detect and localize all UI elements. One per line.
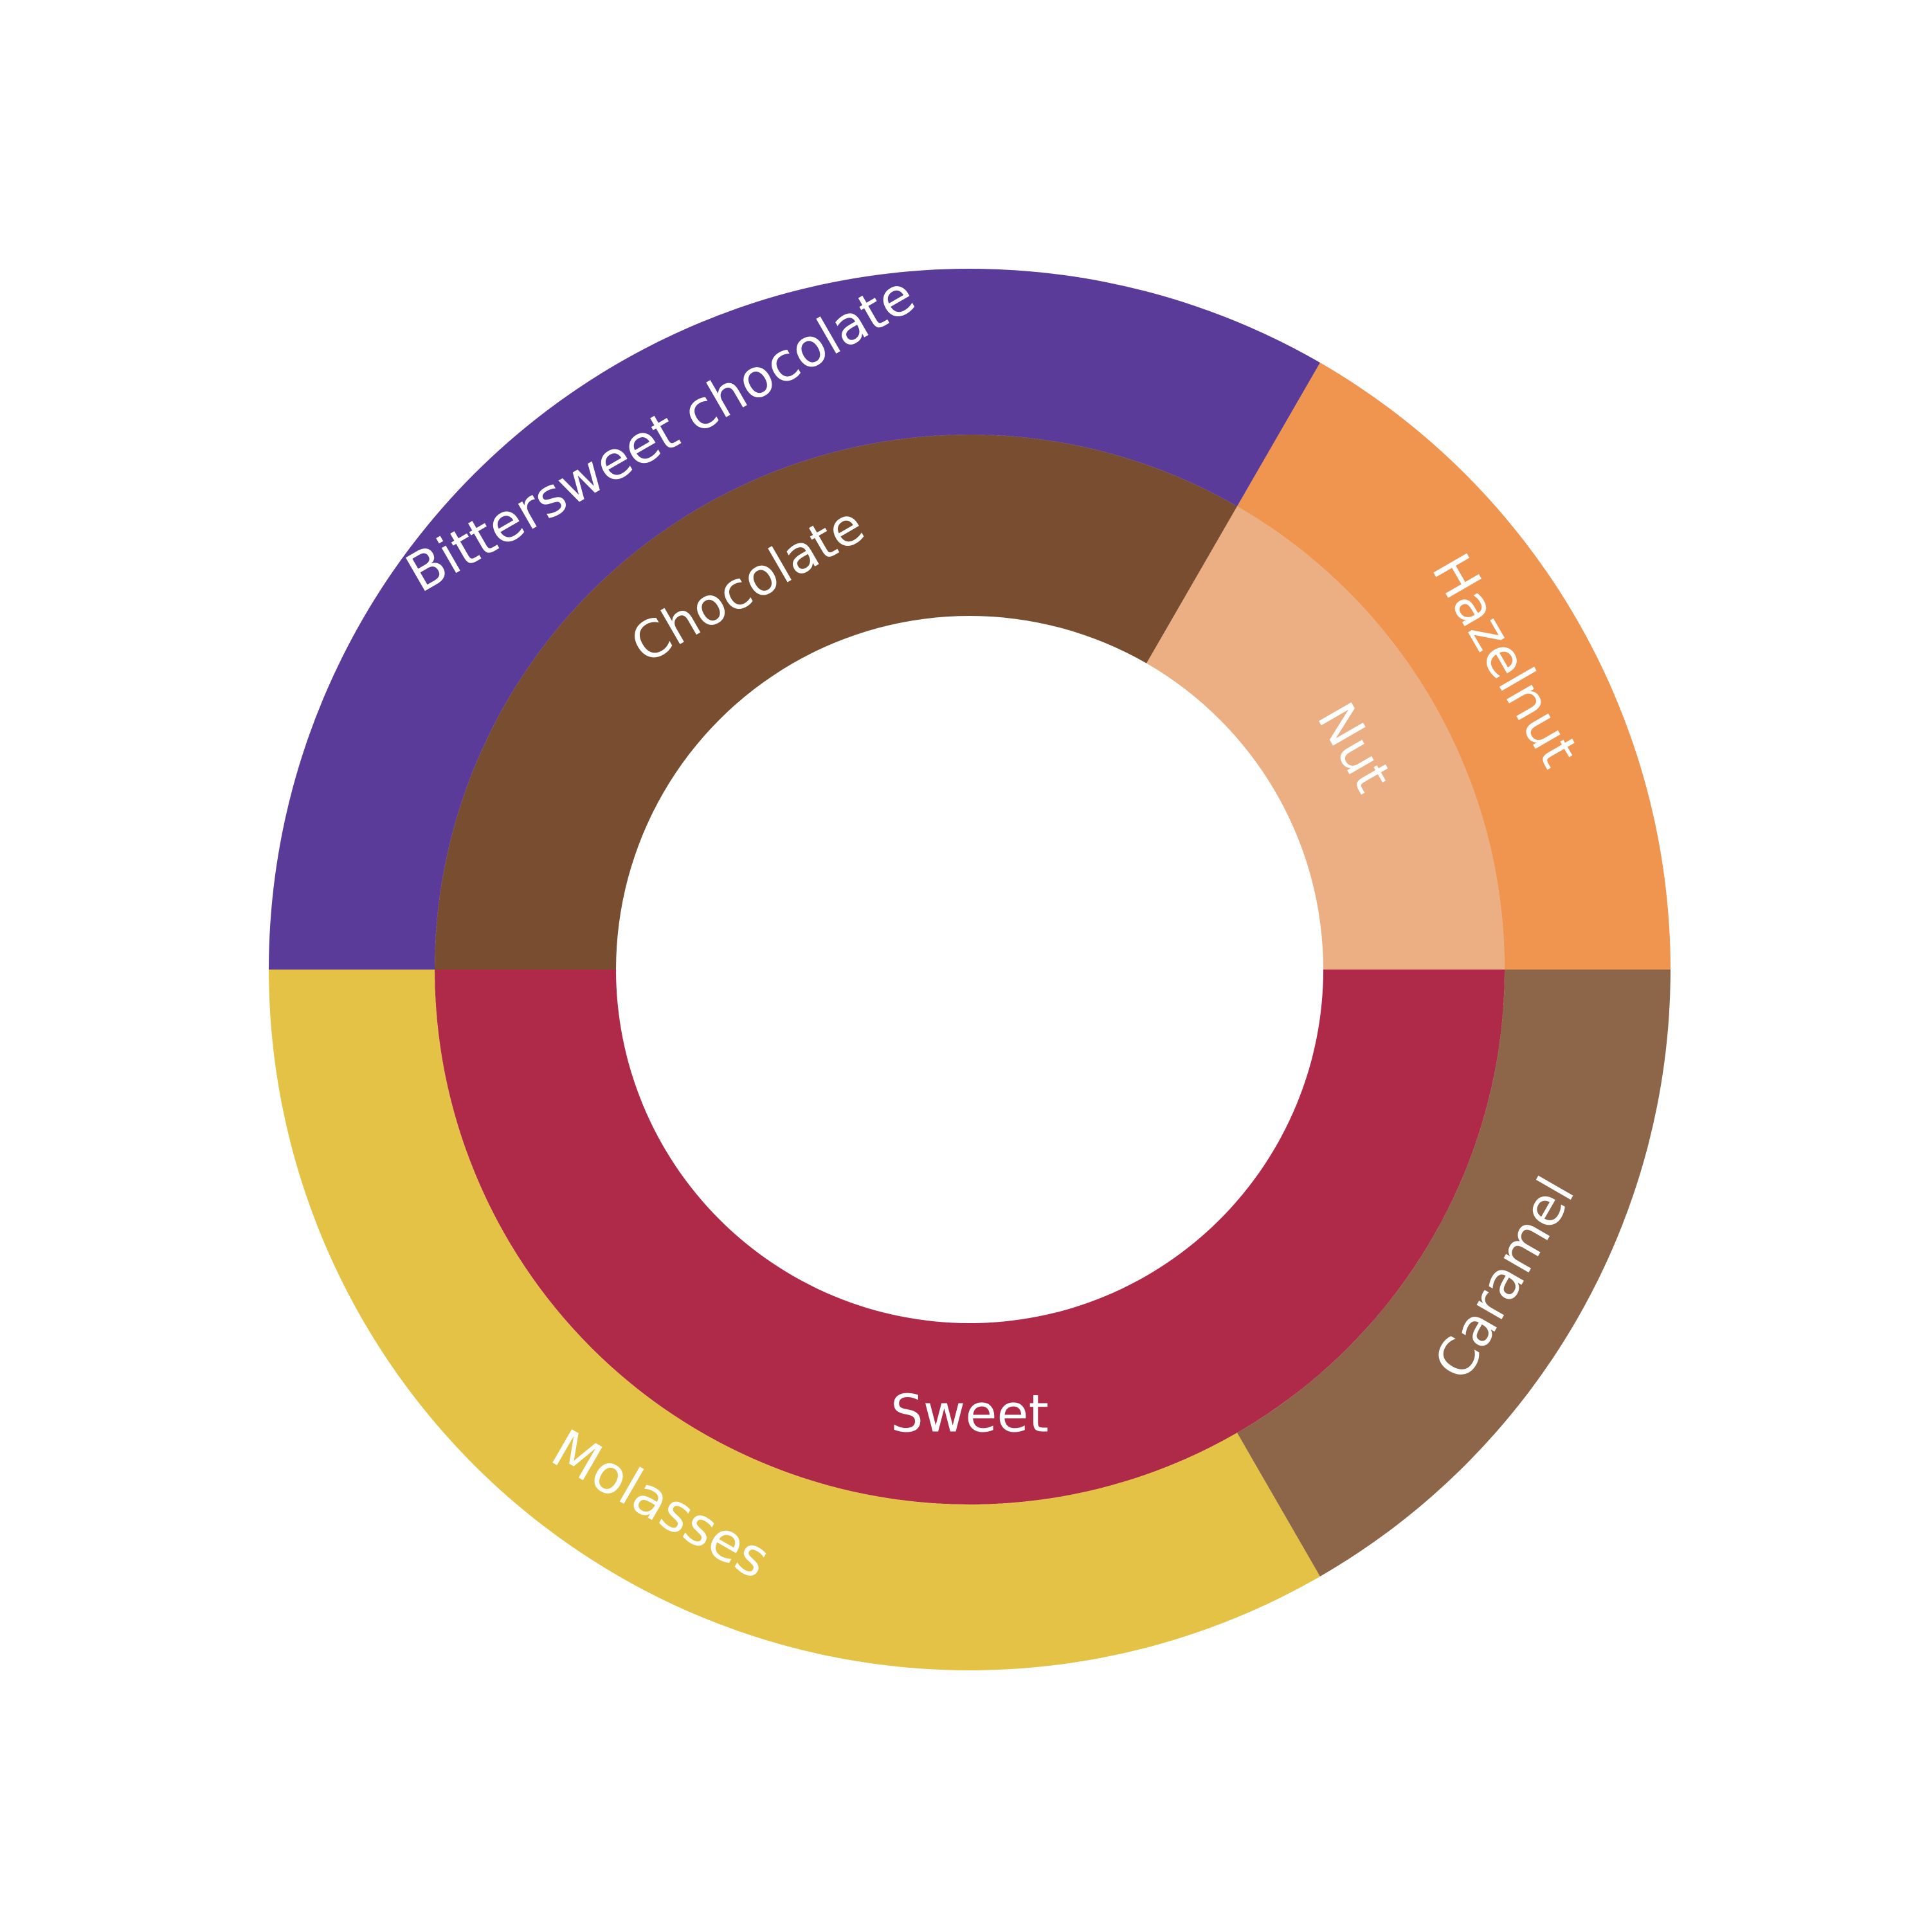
segment-nut xyxy=(1146,506,1505,970)
segment-hazelnut xyxy=(1237,363,1671,970)
segment-sweet xyxy=(435,970,1505,1504)
segment-molasses xyxy=(269,970,1320,1670)
segment-caramel xyxy=(1237,970,1671,1576)
segment-chocolate xyxy=(435,435,1237,970)
segment-bittersweet-chocolate xyxy=(269,268,1320,970)
outer-ring xyxy=(269,268,1671,1670)
inner-ring xyxy=(435,435,1505,1504)
label-sweet: Sweet xyxy=(891,1384,1049,1444)
